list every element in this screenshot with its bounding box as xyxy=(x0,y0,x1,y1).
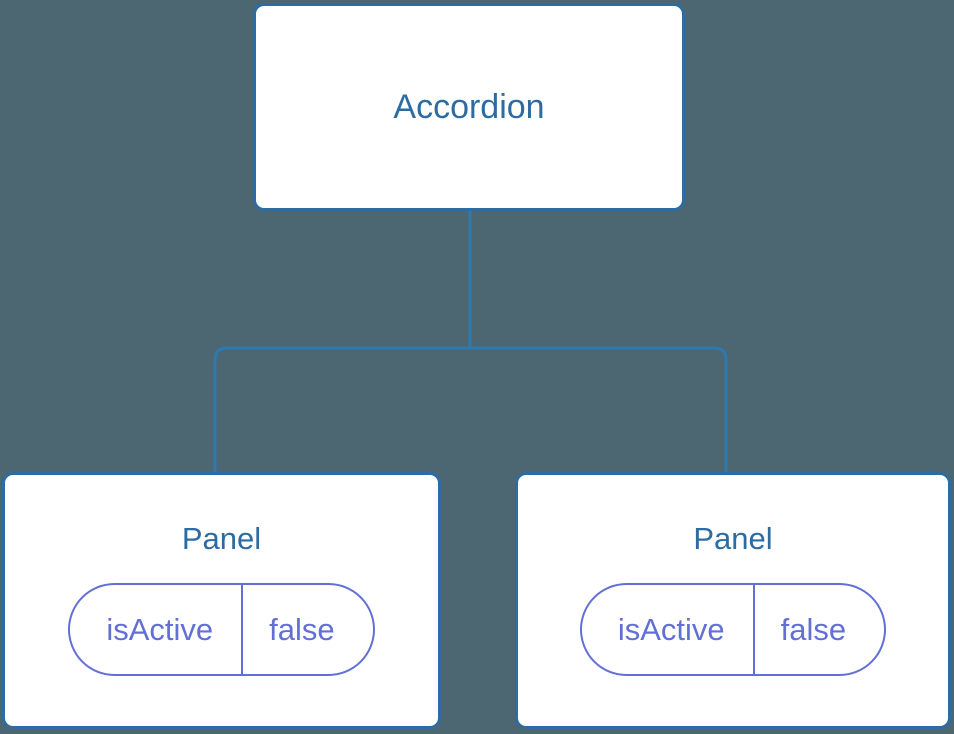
node-panel-2-title: Panel xyxy=(693,521,773,556)
node-panel-1-title: Panel xyxy=(181,521,262,556)
node-accordion-title: Accordion xyxy=(393,88,545,126)
state-pill-panel-2[interactable]: isActive false xyxy=(579,583,887,676)
edge-to-panel-left xyxy=(213,346,470,473)
state-pill-panel-1[interactable]: isActive false xyxy=(68,583,375,676)
node-accordion[interactable]: Accordion xyxy=(253,3,685,211)
state-pill-panel-1-key: isActive xyxy=(70,585,244,674)
node-panel-2[interactable]: Panel isActive false xyxy=(515,472,951,729)
node-panel-1[interactable]: Panel isActive false xyxy=(2,472,441,729)
state-pill-panel-1-value: false xyxy=(269,612,335,647)
state-pill-panel-2-value: false xyxy=(780,612,847,647)
edge-to-panel-right xyxy=(470,346,728,473)
state-pill-panel-2-key: isActive xyxy=(582,585,755,674)
